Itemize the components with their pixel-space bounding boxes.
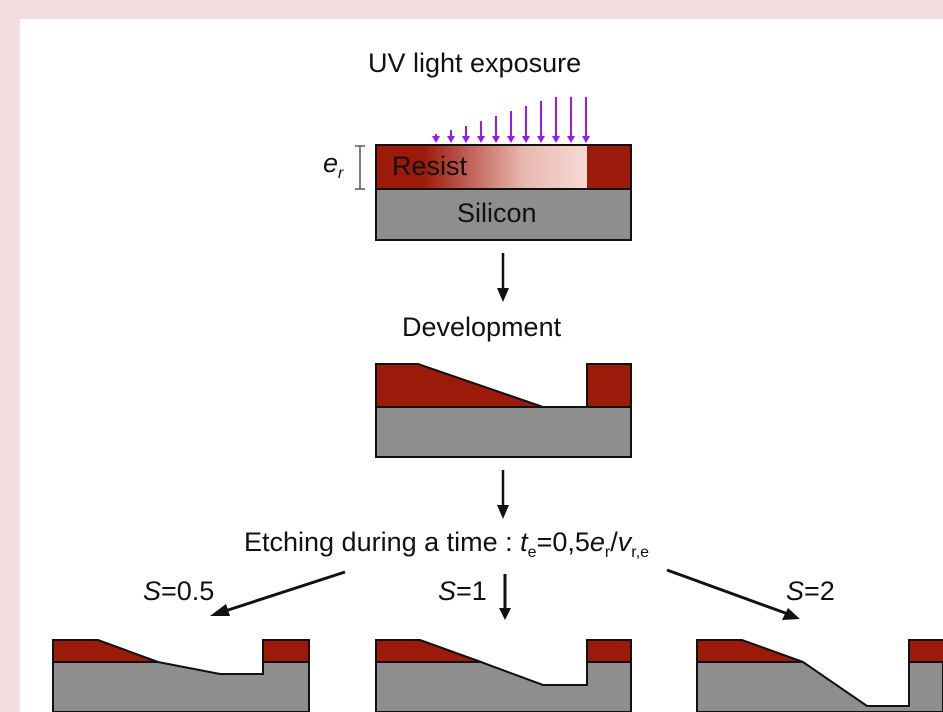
resist-unexposed-block xyxy=(586,363,632,408)
s-symbol: S xyxy=(786,576,805,606)
etching-v-sub: r,e xyxy=(631,544,650,561)
etching-prefix: Etching during a time : xyxy=(244,527,521,557)
uv-arrow-head xyxy=(552,136,560,143)
uv-arrow-head xyxy=(462,136,470,143)
development-label: Development xyxy=(402,312,562,342)
s-value: =2 xyxy=(804,576,835,606)
arrow-to-etching xyxy=(497,470,509,519)
uv-arrow-head xyxy=(492,136,500,143)
uv-arrow-head xyxy=(522,136,530,143)
s-symbol: S xyxy=(438,576,457,606)
etching-e: e xyxy=(589,527,605,557)
uv-exposure-label: UV light exposure xyxy=(368,48,582,78)
uv-arrow-head xyxy=(582,136,590,143)
s-symbol: S xyxy=(143,576,162,606)
silicon-layer-developed xyxy=(375,406,632,458)
arrow-to-development xyxy=(497,253,509,302)
s-2-label: S=2 xyxy=(786,578,835,605)
developed-stack xyxy=(375,363,632,458)
uv-arrow-head xyxy=(537,136,545,143)
etching-v: v xyxy=(617,527,632,557)
uv-arrow-head xyxy=(447,136,455,143)
er-subscript: r xyxy=(338,165,344,182)
etched-result-s-0-5 xyxy=(52,639,310,712)
uv-arrow-head xyxy=(507,136,515,143)
arrow-s-0-5 xyxy=(210,570,346,616)
uv-arrow-head xyxy=(432,136,440,143)
etching-e-sub: r xyxy=(604,544,611,561)
arrow-s-2 xyxy=(666,568,800,620)
uv-light-arrows xyxy=(432,97,590,143)
etched-result-s-2 xyxy=(696,639,943,712)
etching-t-sub: e xyxy=(527,544,537,561)
s-0-5-label: S=0.5 xyxy=(143,578,214,605)
er-symbol: e xyxy=(323,148,339,178)
resist-label: Resist xyxy=(392,151,468,181)
exposure-stack xyxy=(375,144,632,241)
uv-arrow-head xyxy=(477,136,485,143)
arrow-s-1 xyxy=(499,574,511,620)
etching-slash: / xyxy=(610,527,618,557)
resist-sloped-profile xyxy=(375,363,544,408)
silicon-label: Silicon xyxy=(457,198,537,228)
s-value: =1 xyxy=(456,576,487,606)
s-1-label: S=1 xyxy=(438,578,487,605)
exposed-resist-gradient xyxy=(377,146,587,188)
etching-eq: =0,5 xyxy=(536,527,590,557)
uv-arrow-head xyxy=(567,136,575,143)
s-value: =0.5 xyxy=(161,576,215,606)
etching-label: Etching during a time : te=0,5er/vr,e xyxy=(244,529,649,561)
etched-result-s-1 xyxy=(375,639,632,712)
thickness-bracket xyxy=(355,145,365,190)
resist-thickness-label: er xyxy=(323,150,343,182)
etching-t: t xyxy=(520,527,528,557)
